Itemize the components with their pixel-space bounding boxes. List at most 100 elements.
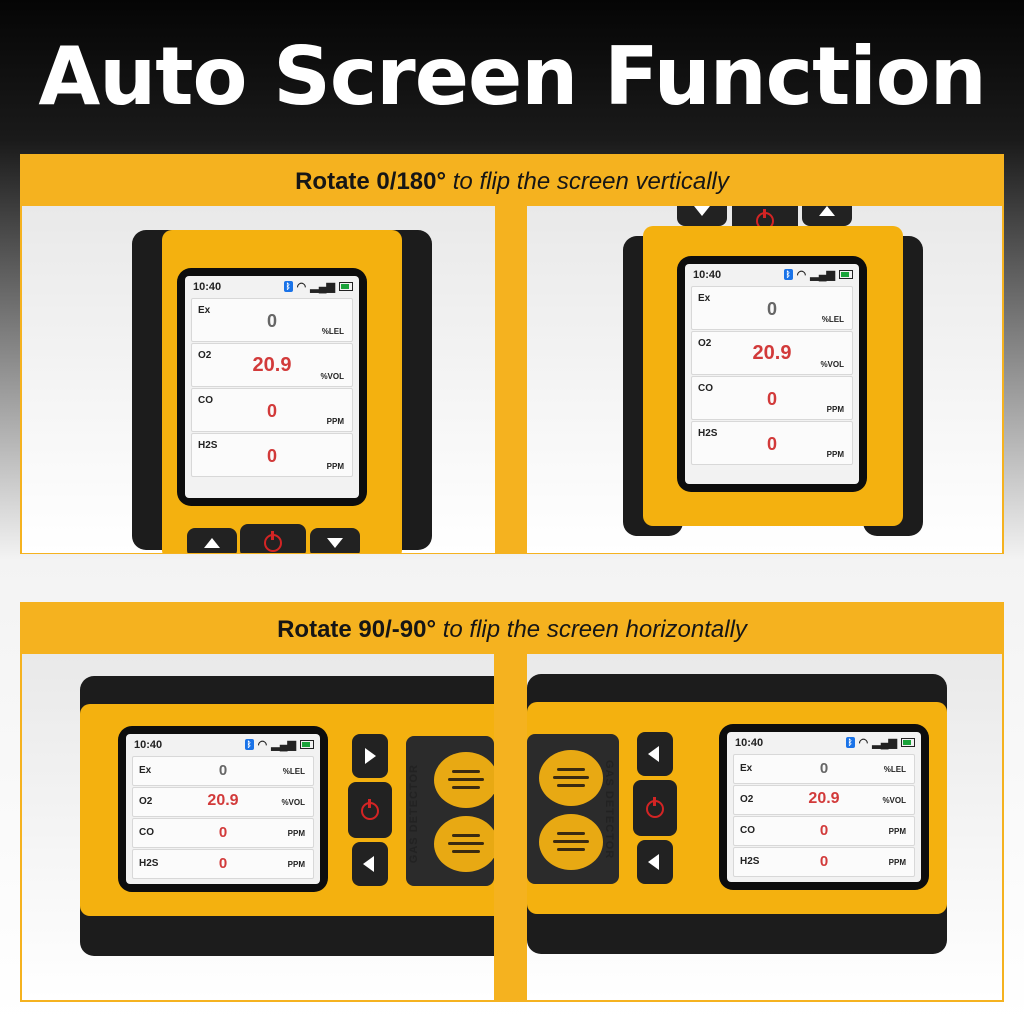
horizontal-flip-caption: Rotate 90/-90° to flip the screen horizo…: [20, 616, 1004, 644]
power-icon: [646, 797, 664, 818]
status-bar: 10:40 ᛒ◠▂▄▆: [185, 276, 359, 296]
gas-row-o2: O2 20.9 %VOL: [132, 787, 314, 817]
horizontal-flip-section: Rotate 90/-90° to flip the screen horizo…: [20, 602, 1004, 1002]
gas-unit: PPM: [826, 405, 844, 414]
gas-unit: %VOL: [320, 372, 344, 381]
arrow-left-icon: [648, 746, 659, 762]
gas-label: CO: [198, 395, 213, 406]
gas-value: 20.9: [752, 342, 792, 364]
device-label: GAS DETECTOR: [408, 764, 420, 864]
gas-unit: PPM: [888, 858, 906, 867]
arrow-left-icon: [648, 854, 659, 870]
prev-button[interactable]: [352, 842, 388, 886]
status-bar: 10:40 ᛒ◠▂▄▆: [685, 264, 859, 284]
signal-icon: ▂▄▆: [872, 737, 897, 749]
gas-value: 0: [218, 762, 228, 779]
down-button[interactable]: [310, 528, 360, 553]
wifi-icon: ◠: [858, 737, 869, 749]
sensor-grille: [539, 814, 603, 870]
gas-label: O2: [139, 796, 153, 807]
gas-value: 0: [819, 853, 829, 870]
gas-value: 0: [819, 760, 829, 777]
status-bar: 10:40 ᛒ◠▂▄▆: [126, 734, 320, 754]
wifi-icon: ◠: [296, 281, 307, 293]
gas-label: H2S: [698, 428, 718, 439]
wifi-icon: ◠: [796, 269, 807, 281]
gas-value: 20.9: [207, 792, 239, 809]
clock: 10:40: [693, 269, 722, 281]
gas-unit: PPM: [888, 827, 906, 836]
clock: 10:40: [735, 737, 764, 749]
gas-unit: %VOL: [882, 796, 906, 805]
gas-label: Ex: [139, 765, 152, 776]
gas-unit: PPM: [287, 829, 305, 838]
wifi-icon: ◠: [257, 739, 268, 751]
power-button[interactable]: [240, 524, 306, 553]
arrow-left-icon: [363, 856, 374, 872]
next-button[interactable]: [352, 734, 388, 778]
next-button[interactable]: [637, 840, 673, 884]
down-button[interactable]: [677, 206, 727, 226]
sensor-grille: [434, 816, 494, 872]
caption-italic: to flip the screen vertically: [452, 168, 729, 195]
gas-label: Ex: [198, 305, 211, 316]
gas-unit: %LEL: [883, 765, 906, 774]
bluetooth-icon: ᛒ: [783, 269, 793, 280]
bluetooth-icon: ᛒ: [845, 737, 855, 748]
gas-unit: %LEL: [321, 327, 344, 336]
gas-row-o2: O2 20.9 %VOL: [733, 785, 915, 815]
battery-icon: [339, 282, 353, 291]
power-button[interactable]: [348, 782, 392, 838]
bluetooth-icon: ᛒ: [283, 281, 293, 292]
gas-value: 0: [266, 311, 277, 331]
sensor-grille: [434, 752, 494, 808]
caption-italic: to flip the screen horizontally: [442, 616, 747, 643]
gas-label: CO: [740, 825, 755, 836]
battery-icon: [839, 270, 853, 279]
power-icon: [264, 531, 282, 552]
up-button[interactable]: [187, 528, 237, 553]
gas-label: O2: [740, 794, 754, 805]
bluetooth-icon: ᛒ: [244, 739, 254, 750]
arrow-up-icon: [819, 206, 835, 216]
gas-label: CO: [698, 383, 713, 394]
gas-label: H2S: [139, 858, 159, 869]
gas-unit: %VOL: [281, 798, 305, 807]
signal-icon: ▂▄▆: [310, 281, 335, 293]
power-button[interactable]: [633, 780, 677, 836]
battery-icon: [300, 740, 314, 749]
up-button[interactable]: [802, 206, 852, 226]
gas-unit: PPM: [287, 860, 305, 869]
arrow-down-icon: [327, 538, 343, 548]
clock: 10:40: [193, 281, 222, 293]
vertical-flip-section: Rotate 0/180° to flip the screen vertica…: [20, 154, 1004, 554]
signal-icon: ▂▄▆: [271, 739, 296, 751]
gas-row-ex: Ex 0 %LEL: [191, 298, 353, 342]
gas-value: 0: [819, 822, 829, 839]
gas-label: O2: [198, 350, 212, 361]
gas-label: Ex: [740, 763, 753, 774]
gas-row-ex: Ex 0 %LEL: [733, 754, 915, 784]
prev-button[interactable]: [637, 732, 673, 776]
status-bar: 10:40 ᛒ◠▂▄▆: [727, 732, 921, 752]
gas-unit: PPM: [326, 462, 344, 471]
gas-value: 20.9: [808, 790, 840, 807]
signal-icon: ▂▄▆: [810, 269, 835, 281]
battery-icon: [901, 738, 915, 747]
power-icon: [361, 799, 379, 820]
gas-value: 0: [266, 401, 277, 421]
